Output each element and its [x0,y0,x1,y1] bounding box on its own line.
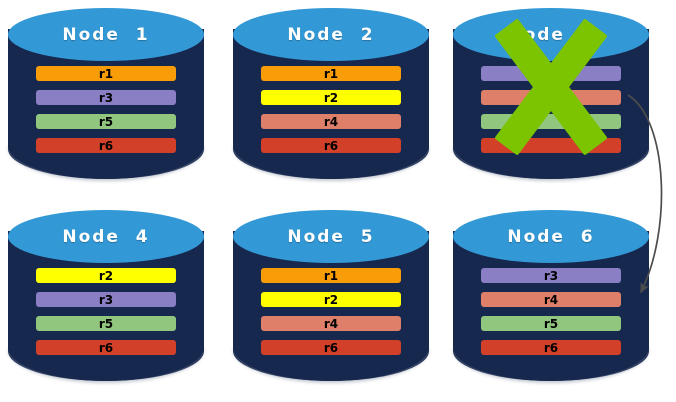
node-2-record-r2[interactable]: r2 [261,90,401,105]
node-4-top-disc [8,210,204,263]
node-2[interactable]: Node 2 r1 r2 r4 r6 [233,8,429,183]
node-6-record-r5[interactable]: r5 [481,316,621,331]
node-5-record-r4[interactable]: r4 [261,316,401,331]
node-5-top-disc [233,210,429,263]
node-1-label: Node 1 [62,24,150,45]
node-4-record-r2[interactable]: r2 [36,268,176,283]
node-6-records: r3 r4 r5 r6 [481,268,621,355]
node-4-records: r2 r3 r5 r6 [36,268,176,355]
node-5-record-r6[interactable]: r6 [261,340,401,355]
node-6-label: Node 6 [507,226,595,247]
node-6[interactable]: Node 6 r3 r4 r5 r6 [453,210,649,385]
node-2-records: r1 r2 r4 r6 [261,66,401,153]
node-5[interactable]: Node 5 r1 r2 r4 r6 [233,210,429,385]
node-3-label: Node 3 [507,24,595,45]
node-4[interactable]: Node 4 r2 r3 r5 r6 [8,210,204,385]
node-2-label: Node 2 [287,24,375,45]
node-4-label: Node 4 [62,226,150,247]
node-1-record-r3[interactable]: r3 [36,90,176,105]
node-1-records: r1 r3 r5 r6 [36,66,176,153]
node-5-records: r1 r2 r4 r6 [261,268,401,355]
node-6-top-disc [453,210,649,263]
node-1-record-r1[interactable]: r1 [36,66,176,81]
node-5-label: Node 5 [287,226,375,247]
node-3[interactable]: Node 3 r3 [453,8,649,183]
node-1-record-r6[interactable]: r6 [36,138,176,153]
node-5-record-r2[interactable]: r2 [261,292,401,307]
node-2-record-r6[interactable]: r6 [261,138,401,153]
node-3-records: r3 [481,66,621,153]
node-6-record-r4[interactable]: r4 [481,292,621,307]
node-1[interactable]: Node 1 r1 r3 r5 r6 [8,8,204,183]
node-2-record-r4[interactable]: r4 [261,114,401,129]
node-3-record-r4[interactable] [481,90,621,105]
node-4-record-r5[interactable]: r5 [36,316,176,331]
node-2-top-disc [233,8,429,61]
node-2-record-r1[interactable]: r1 [261,66,401,81]
node-1-record-r5[interactable]: r5 [36,114,176,129]
node-3-record-r6[interactable] [481,138,621,153]
node-3-record-r3[interactable]: r3 [481,66,621,81]
node-6-record-r6[interactable]: r6 [481,340,621,355]
node-4-record-r6[interactable]: r6 [36,340,176,355]
node-1-top-disc [8,8,204,61]
node-3-record-r5[interactable] [481,114,621,129]
node-6-record-r3[interactable]: r3 [481,268,621,283]
node-4-record-r3[interactable]: r3 [36,292,176,307]
node-5-record-r1[interactable]: r1 [261,268,401,283]
